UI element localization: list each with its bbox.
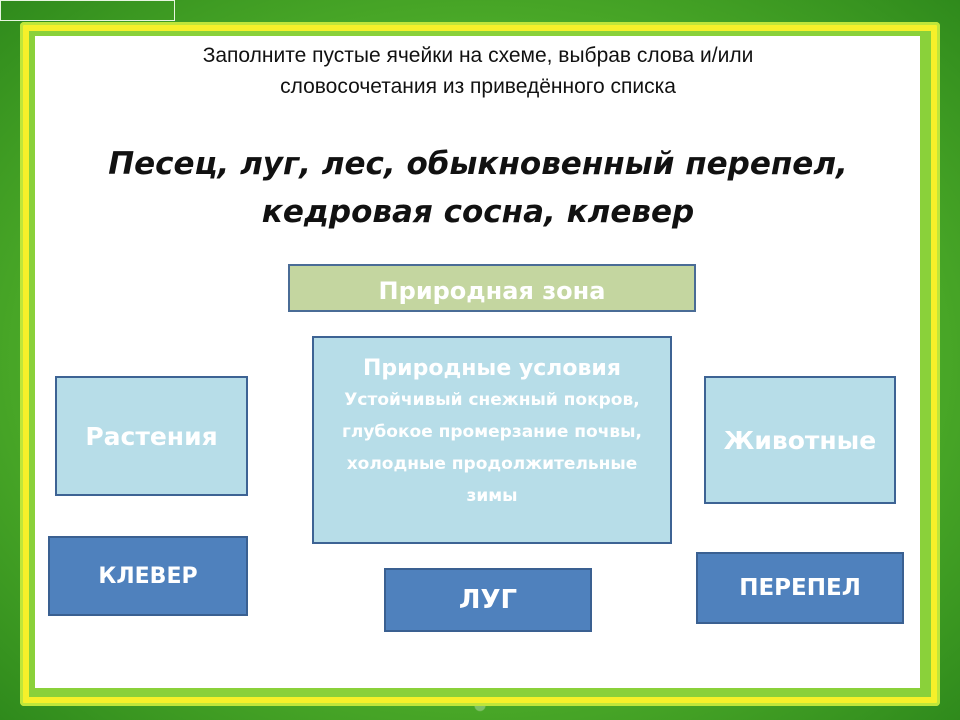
corner-outline: [0, 0, 175, 21]
word-list-line-2: кедровая сосна, клевер: [261, 194, 695, 230]
plants-box: Растения: [55, 376, 248, 496]
answer-zone-text: ЛУГ: [458, 585, 518, 615]
natural-conditions-description: Устойчивый снежный покров, глубокое пром…: [342, 390, 642, 506]
animals-label: Животные: [723, 425, 877, 455]
answer-zone-box: ЛУГ: [384, 568, 592, 632]
instruction-line-1: Заполните пустые ячейки на схеме, выбрав…: [202, 44, 754, 67]
plants-label: Растения: [85, 421, 218, 451]
word-list-line-1: Песец, луг, лес, обыкновенный перепел,: [108, 146, 848, 182]
instruction-line-2: словосочетания из приведённого списка: [280, 75, 676, 98]
answer-animals-text: ПЕРЕПЕЛ: [739, 575, 861, 601]
natural-conditions-title: Природные условия: [363, 356, 621, 381]
answer-plants-text: КЛЕВЕР: [98, 563, 198, 589]
word-list: Песец, луг, лес, обыкновенный перепел, к…: [40, 140, 916, 236]
answer-animals-box: ПЕРЕПЕЛ: [696, 552, 904, 624]
answer-plants-box: КЛЕВЕР: [48, 536, 248, 616]
natural-zone-box: Природная зона: [288, 264, 696, 312]
animals-box: Животные: [704, 376, 896, 504]
natural-conditions-box: Природные условия Устойчивый снежный пок…: [312, 336, 672, 544]
natural-zone-label: Природная зона: [378, 277, 606, 305]
instruction-text: Заполните пустые ячейки на схеме, выбрав…: [40, 40, 916, 102]
